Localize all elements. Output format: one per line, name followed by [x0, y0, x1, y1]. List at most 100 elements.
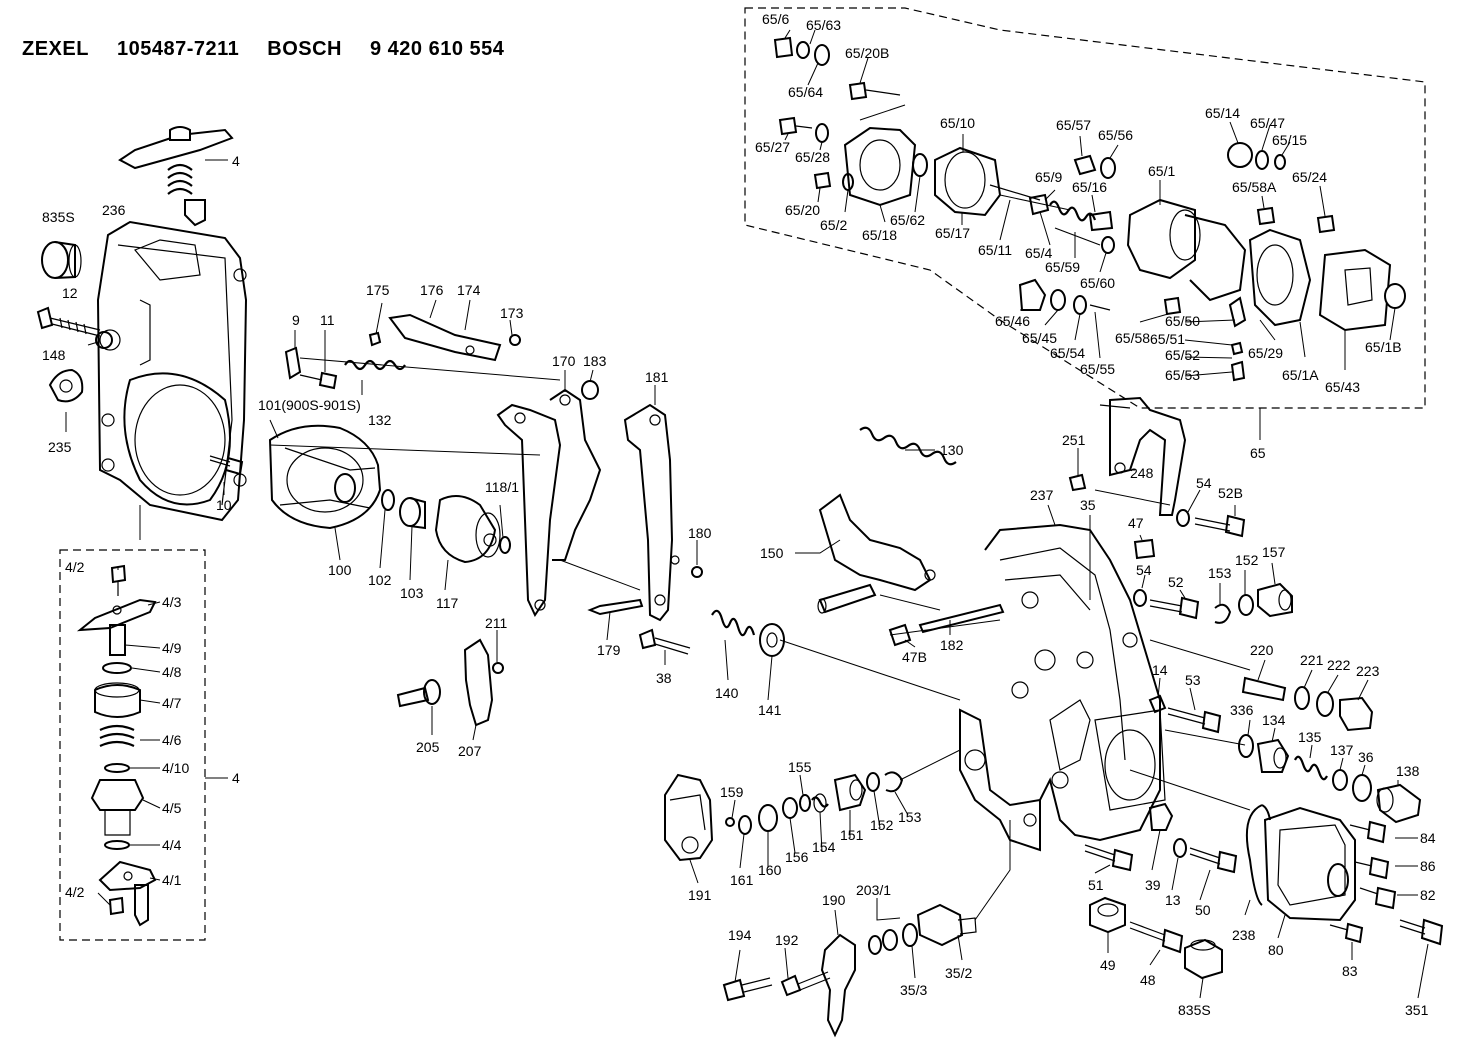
- label-4-3: 4/3: [162, 594, 182, 610]
- group-65-parts: [773, 36, 1406, 382]
- label-36: 36: [1358, 749, 1374, 765]
- label-65-11: 65/11: [978, 242, 1012, 258]
- bolt-192: [780, 971, 831, 997]
- label-9: 9: [292, 312, 300, 328]
- spring-135: [1294, 755, 1328, 781]
- label-65-53: 65/53: [1165, 367, 1200, 383]
- washer-118-1: [499, 536, 511, 554]
- label-65-59: 65/59: [1045, 259, 1080, 275]
- label-65-46: 65/46: [995, 313, 1030, 329]
- label-65-58: 65/58: [1115, 330, 1150, 346]
- governor-housing-236: [96, 220, 248, 522]
- lever-174: [368, 313, 521, 362]
- washer-102: [381, 489, 395, 511]
- label-65-15: 65/15: [1272, 132, 1307, 148]
- washer-13: [1173, 838, 1187, 858]
- label-4-side: 4: [232, 770, 240, 786]
- zexel-part-number: 105487-7211: [116, 38, 240, 60]
- label-170: 170: [552, 353, 576, 369]
- label-4-8: 4/8: [162, 664, 182, 680]
- label-102: 102: [368, 572, 392, 588]
- label-4-1: 4/1: [162, 872, 182, 888]
- washer-35-3: [902, 923, 918, 947]
- label-10: 10: [216, 497, 232, 513]
- label-54-upper: 54: [1196, 475, 1212, 491]
- bolt-48: [1129, 921, 1184, 954]
- label-52B: 52B: [1218, 485, 1243, 501]
- label-53: 53: [1185, 672, 1201, 688]
- leader-lines: [65, 29, 1429, 999]
- label-150: 150: [760, 545, 784, 561]
- bolt-82: [1359, 886, 1397, 910]
- housing-191: [664, 773, 714, 862]
- plate-207: [463, 638, 494, 727]
- label-65-47: 65/47: [1250, 115, 1285, 131]
- fitting-35-2: [916, 903, 977, 947]
- label-84: 84: [1420, 830, 1436, 846]
- washer-160: [758, 804, 778, 832]
- bolt-11: [299, 371, 338, 390]
- label-65-27: 65/27: [755, 139, 790, 155]
- label-14: 14: [1152, 662, 1168, 678]
- label-51: 51: [1088, 877, 1104, 893]
- bolt-52: [1149, 596, 1200, 620]
- label-4-4: 4/4: [162, 837, 182, 853]
- label-83: 83: [1342, 963, 1358, 979]
- label-65-16: 65/16: [1072, 179, 1107, 195]
- lever-150: [817, 493, 936, 614]
- bolt-251: [1068, 473, 1087, 492]
- washer-336: [1238, 734, 1254, 758]
- label-4-2-top: 4/2: [65, 559, 85, 575]
- washer-161: [738, 815, 752, 835]
- label-154: 154: [812, 839, 836, 855]
- label-175: 175: [366, 282, 390, 298]
- valve-134: [1256, 738, 1290, 773]
- bushing-103: [399, 497, 426, 530]
- label-13: 13: [1165, 892, 1181, 908]
- label-65-55: 65/55: [1080, 361, 1115, 377]
- sleeve-117: [434, 495, 501, 564]
- label-39: 39: [1145, 877, 1161, 893]
- label-4-top: 4: [232, 153, 240, 169]
- group-65-boundary: [744, 7, 1426, 409]
- label-251: 251: [1062, 432, 1086, 448]
- label-4-5: 4/5: [162, 800, 182, 816]
- label-238: 238: [1232, 927, 1256, 943]
- lever-181: [623, 403, 680, 622]
- label-179: 179: [597, 642, 621, 658]
- label-211: 211: [485, 615, 508, 631]
- label-65-57: 65/57: [1056, 117, 1091, 133]
- lever-assembly-4-top: [118, 126, 234, 227]
- bolt-47B: [888, 623, 912, 647]
- group-4-boundary: [59, 549, 206, 941]
- label-151: 151: [840, 827, 864, 843]
- label-35: 35: [1080, 497, 1096, 513]
- spring-140: [711, 609, 756, 637]
- nut-39: [1148, 802, 1174, 831]
- label-80: 80: [1268, 942, 1284, 958]
- label-192: 192: [775, 932, 799, 948]
- label-235: 235: [48, 439, 72, 455]
- label-207: 207: [458, 743, 482, 759]
- label-38: 38: [656, 670, 672, 686]
- bolt-12: [36, 306, 101, 337]
- cap-835S-top: [41, 241, 82, 279]
- plug-157: [1257, 582, 1293, 618]
- label-65-28: 65/28: [795, 149, 830, 165]
- nut-223: [1339, 696, 1374, 732]
- nut-183: [581, 380, 599, 400]
- label-173: 173: [500, 305, 524, 321]
- label-237: 237: [1030, 487, 1054, 503]
- label-336: 336: [1230, 702, 1254, 718]
- label-47: 47: [1128, 515, 1144, 531]
- maker-bosch: BOSCH: [267, 38, 342, 60]
- label-157: 157: [1262, 544, 1286, 560]
- pin-179: [587, 598, 644, 616]
- clip-180: [691, 566, 703, 578]
- washer-221: [1294, 686, 1310, 710]
- label-161: 161: [730, 872, 754, 888]
- label-160: 160: [758, 862, 782, 878]
- label-117: 117: [436, 595, 459, 611]
- label-65-64: 65/64: [788, 84, 823, 100]
